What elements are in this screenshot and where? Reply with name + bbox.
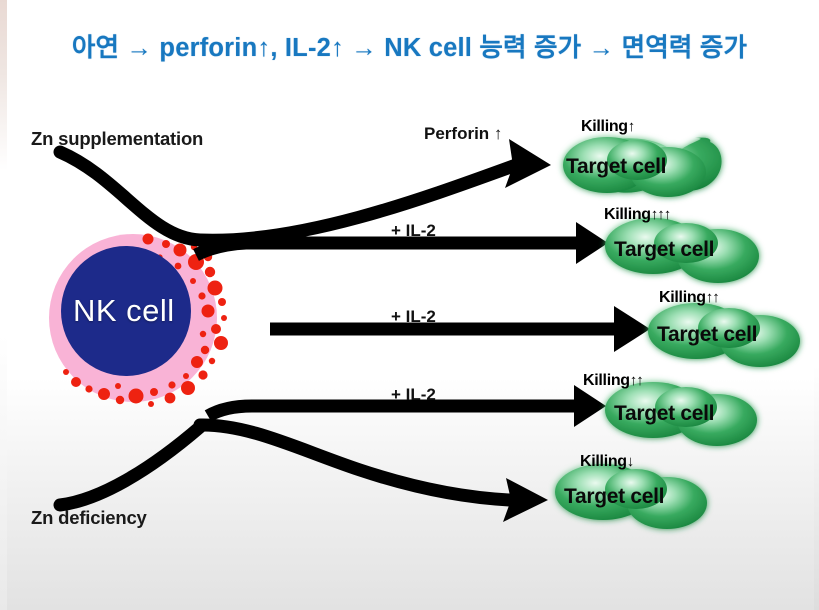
target-cell-2-graphic bbox=[605, 218, 759, 283]
label-zn-deficiency: Zn deficiency bbox=[31, 507, 147, 528]
target-cell-label-3: Target cell bbox=[657, 323, 758, 346]
target-cell-label-1: Target cell bbox=[566, 155, 667, 178]
arrow-il2-top bbox=[193, 222, 608, 264]
arrow-il2-low bbox=[204, 385, 606, 427]
target-cell-5-graphic bbox=[555, 464, 707, 529]
target-cell-label-4: Target cell bbox=[614, 402, 715, 425]
killing-text-3: Killing bbox=[659, 289, 706, 306]
killing-arrows-4: ↑↑ bbox=[629, 372, 644, 389]
killing-arrows-3: ↑↑ bbox=[705, 289, 720, 306]
arrow-zn-deficiency-tail bbox=[53, 420, 207, 512]
nk-cell-label: NK cell bbox=[73, 293, 175, 328]
target-cell-label-2: Target cell bbox=[614, 238, 715, 261]
label-zn-supplementation: Zn supplementation bbox=[31, 128, 204, 149]
label-il2-top: + IL-2 bbox=[391, 221, 436, 240]
label-killing-4: Killing↑↑ bbox=[583, 372, 644, 390]
slide-right-edge-strip bbox=[814, 0, 819, 610]
killing-text-4: Killing bbox=[583, 372, 630, 389]
arrow-zn-supplementation-perforin bbox=[53, 139, 551, 247]
target-cell-4-graphic bbox=[605, 382, 757, 446]
killing-arrows-1: ↑ bbox=[627, 118, 635, 135]
arrow-zn-deficiency bbox=[193, 418, 548, 522]
killing-arrows-5: ↓ bbox=[626, 453, 634, 470]
killing-text-1: Killing bbox=[581, 118, 628, 135]
label-il2-low: + IL-2 bbox=[391, 385, 436, 404]
slide-title: 아연 → perforin↑, IL-2↑ → NK cell 능력 증가 → … bbox=[71, 34, 748, 62]
label-perforin-up: Perforin ↑ bbox=[424, 124, 503, 143]
label-killing-5: Killing↓ bbox=[580, 453, 634, 471]
target-cell-label-5: Target cell bbox=[564, 485, 665, 508]
arrow-il2-mid bbox=[270, 306, 650, 352]
label-killing-3: Killing↑↑ bbox=[659, 289, 720, 307]
killing-arrows-2: ↑↑↑ bbox=[650, 206, 671, 223]
target-cell-3-graphic bbox=[648, 303, 800, 367]
nk-cell-graphic bbox=[49, 233, 228, 407]
label-killing-1: Killing↑ bbox=[581, 118, 635, 136]
slide-left-edge-strip bbox=[0, 0, 7, 610]
target-cell-1-graphic bbox=[563, 137, 722, 197]
label-killing-2: Killing↑↑↑ bbox=[604, 206, 671, 224]
label-il2-mid: + IL-2 bbox=[391, 307, 436, 326]
killing-text-5: Killing bbox=[580, 453, 627, 470]
killing-text-2: Killing bbox=[604, 206, 651, 223]
